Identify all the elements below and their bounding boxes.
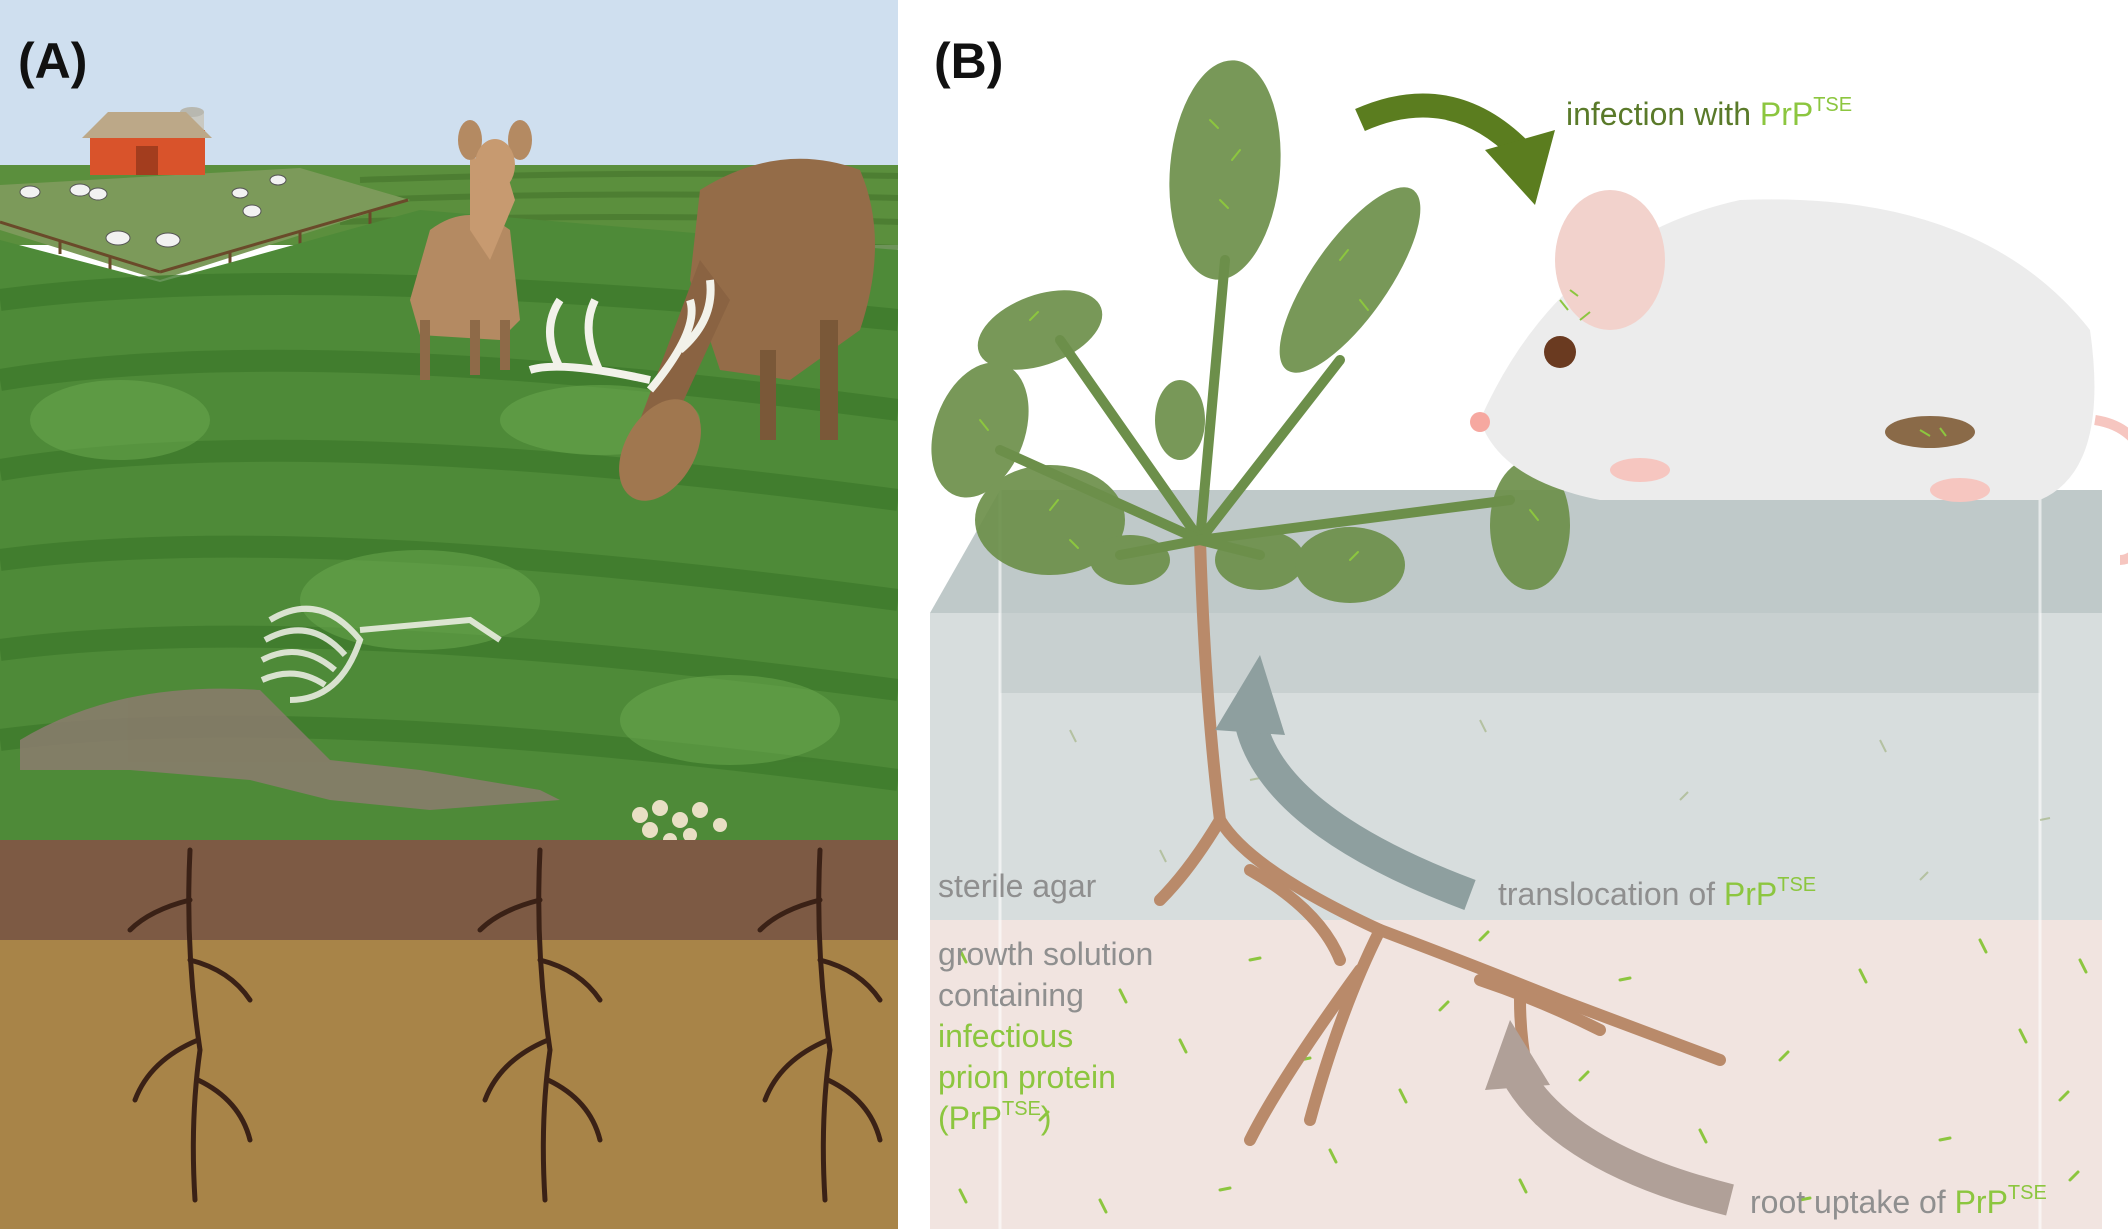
panel-b-experiment: (B) infection with PrPTSE sterile agar t…	[920, 0, 2128, 1229]
deer-carcass	[20, 605, 560, 810]
panel-a-field-scene: (A)	[0, 0, 898, 1229]
sterile-agar-label: sterile agar	[938, 868, 1097, 904]
experiment-illustration	[930, 60, 2128, 1229]
fence	[0, 198, 409, 274]
plant-roots	[127, 847, 883, 1203]
growth-solution-line-2: containing	[938, 977, 1084, 1013]
panel-label-a: (A)	[18, 33, 88, 89]
infection-prp-superscript: TSE	[1813, 94, 1853, 116]
plant-roots-b	[1154, 534, 1726, 1146]
root-uptake-arrow	[1485, 1020, 1734, 1216]
growth-solution-line-5: (PrPTSE)	[938, 1098, 1153, 1139]
growth-solution-prp: (PrP	[938, 1100, 1002, 1136]
translocation-label: translocation of PrPTSE	[1498, 874, 1816, 915]
field-scene-illustration	[0, 0, 898, 1229]
mouse	[1470, 190, 2128, 565]
root-uptake-prp: PrP	[1954, 1184, 2008, 1220]
infection-text: infection with	[1566, 96, 1760, 132]
buck	[528, 158, 875, 501]
root-uptake-text: root uptake of	[1750, 1184, 1955, 1220]
root-uptake-label: root uptake of PrPTSE	[1750, 1182, 2047, 1223]
prion-particles	[958, 930, 2088, 1214]
sheep-flock	[19, 174, 287, 248]
growth-solution-label: growth solution containing infectious pr…	[938, 934, 1153, 1139]
doe	[410, 120, 532, 380]
translocation-prp-superscript: TSE	[1777, 874, 1817, 896]
subsoil-layer	[0, 940, 898, 1229]
growth-solution-line-4: prion protein	[938, 1059, 1116, 1095]
topsoil-layer	[0, 840, 898, 940]
infection-arrow	[1355, 93, 1555, 205]
infection-label: infection with PrPTSE	[1566, 94, 1852, 135]
translocation-arrow	[1215, 655, 1476, 910]
infection-prp: PrP	[1759, 96, 1814, 132]
growth-solution-prp-superscript: TSE	[1002, 1098, 1041, 1120]
translocation-text: translocation of	[1498, 876, 1724, 912]
root-uptake-prp-superscript: TSE	[2007, 1182, 2047, 1204]
panel-label-b: (B)	[934, 33, 1004, 89]
growth-solution-close-paren: )	[1040, 1100, 1052, 1136]
barn	[82, 107, 212, 175]
growth-solution-line-1: growth solution	[938, 936, 1154, 972]
growth-solution-line-3: infectious	[938, 1018, 1074, 1054]
translocation-prp: PrP	[1723, 876, 1778, 912]
plant-leaves	[931, 60, 1570, 603]
